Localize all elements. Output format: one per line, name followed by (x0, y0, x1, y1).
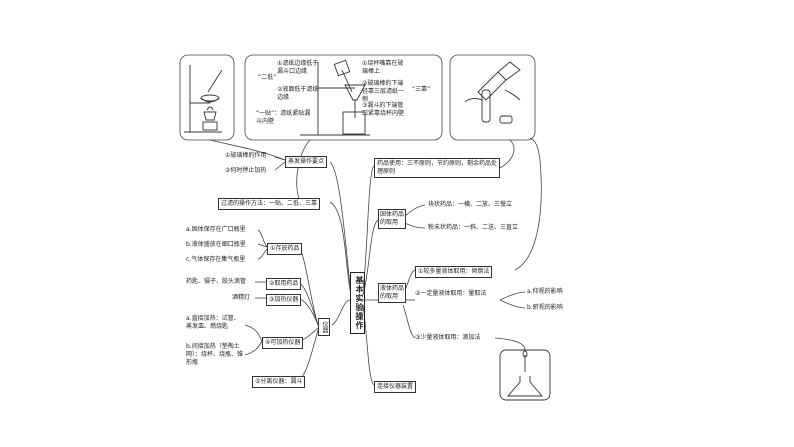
storage-a: a.固体保存在广口瓶里 (186, 226, 246, 233)
filtration-apparatus-icon (300, 59, 370, 136)
evaporation-picture-frame (179, 54, 235, 141)
connector-evap-item2 (274, 161, 286, 171)
connector-center-to-evaporation (329, 161, 351, 286)
connector-filtration-to-picture (296, 139, 311, 203)
solid-title-box: 固体药品的取用 (378, 209, 406, 229)
pouring-picture-frame (449, 54, 536, 141)
solid-block: 块状药品：一横、二放、三慢立 (428, 201, 513, 208)
pouring-liquid-icon (464, 61, 521, 124)
center-title: 基本实验操作 (350, 272, 365, 334)
heatable-b: b.间接加热（垫陶土网）：烧杯、烧瓶、锥形瓶 (186, 343, 244, 367)
er-di-2-text: ②液面低于滤纸边缘 (277, 86, 319, 101)
san-kao-label: “三靠” (412, 86, 431, 93)
liquid-measure-text: ②一定量液体取用：量取法 (415, 290, 487, 297)
evaporation-item-1: ①玻璃棒的作用 (225, 152, 267, 159)
connector-measure-items (499, 291, 526, 309)
instruments-title-box: 仪器 (318, 318, 330, 336)
liquid-small: ③少量液体取用：滴加法 (415, 334, 481, 341)
liquid-large-box: ①较多量液体取用：倾倒法 (415, 266, 493, 278)
storage-b: b.液体盛放在细口瓶里 (186, 241, 246, 248)
storage-c: c.气体保存在集气瓶里 (186, 256, 246, 263)
connector-center-to-solid (362, 219, 379, 296)
connect-box: 连接仪器装置 (374, 381, 417, 393)
evaporation-apparatus-icon (184, 65, 223, 133)
heatable-title-box: ④可加热仪器 (262, 337, 304, 349)
connector-storage-items (257, 229, 268, 260)
heat-items: 酒精灯 (232, 294, 251, 301)
connector-evap-item1 (274, 156, 286, 161)
solid-powder: 粉末状药品：一斜、二送、三直立 (428, 224, 519, 231)
heatable-a-text: a.直接加热：试管、蒸发皿、燃烧匙 (186, 315, 240, 330)
separation-title-box: ⑤分离仪器：漏斗 (252, 376, 306, 388)
take-items: 药匙、镊子、胶头滴管 (186, 278, 247, 285)
evaporation-item-2: ②何时停止加热 (225, 167, 267, 174)
take-title-box: ②取用药品 (266, 278, 302, 290)
solid-title-text: 固体药品的取用 (380, 211, 405, 226)
san-kao-2: ②玻璃棒的下端轻靠三层滤纸一侧 (362, 80, 404, 104)
connector-small-to-picture (494, 337, 526, 351)
san-kao-3: ③漏斗的下端管口紧靠烧杯内壁 (362, 102, 404, 118)
er-di-label: “二低” (258, 74, 277, 81)
liquid-title-text: 液体药品的取用 (380, 285, 405, 300)
connector-center-to-instruments (331, 299, 351, 326)
heatable-a: a.直接加热：试管、蒸发皿、燃烧匙 (186, 315, 244, 331)
er-di-2: ②液面低于滤纸边缘 (277, 86, 319, 102)
connector-center-to-filtration (329, 201, 351, 291)
principle-text: 药品使用：三不原则，节约原则，剩余药品处理原则 (377, 160, 498, 175)
heatable-b-text: b.间接加热（垫陶土网）：烧杯、烧瓶、锥形瓶 (186, 343, 244, 366)
liquid-b: b.俯视的影响 (527, 304, 563, 311)
storage-title-box: ①存放药品 (267, 243, 303, 255)
connector-evaporation-to-picture (209, 139, 286, 161)
yi-tie: “一贴”：滤纸紧贴漏斗内壁 (256, 110, 312, 126)
liquid-a: a.仰视的影响 (527, 288, 563, 295)
connector-heatable-items (244, 324, 263, 356)
connector-large-to-picture (514, 137, 542, 271)
connector-liquid-small (402, 304, 416, 339)
filtration-methods-box: 过滤的操作方法：一贴、二低、三靠 (218, 198, 321, 210)
liquid-measure: ②一定量液体取用：量取法 (415, 290, 495, 298)
san-kao-3-text: ③漏斗的下端管口紧靠烧杯内壁 (362, 102, 405, 117)
heat-title-box: ③加热仪器 (266, 294, 302, 306)
san-kao-2-text: ②玻璃棒的下端轻靠三层滤纸一侧 (362, 80, 405, 103)
er-di-1: ①滤纸边缘低于漏斗口边缘 (277, 60, 319, 76)
er-di-1-text: ①滤纸边缘低于漏斗口边缘 (277, 60, 319, 75)
evaporation-title-box: 蒸发操作要点 (285, 156, 328, 168)
dropper-flask-icon (499, 349, 551, 401)
san-kao-1: ①烧杯嘴靠在玻璃棒上 (362, 60, 404, 76)
san-kao-1-text: ①烧杯嘴靠在玻璃棒上 (362, 60, 404, 75)
principle-box: 药品使用：三不原则，节约原则，剩余药品处理原则 (374, 158, 500, 178)
liquid-title-box: 液体药品的取用 (378, 283, 406, 303)
yi-tie-text: “一贴”：滤纸紧贴漏斗内壁 (256, 110, 311, 125)
filtration-picture-frame (244, 54, 443, 141)
